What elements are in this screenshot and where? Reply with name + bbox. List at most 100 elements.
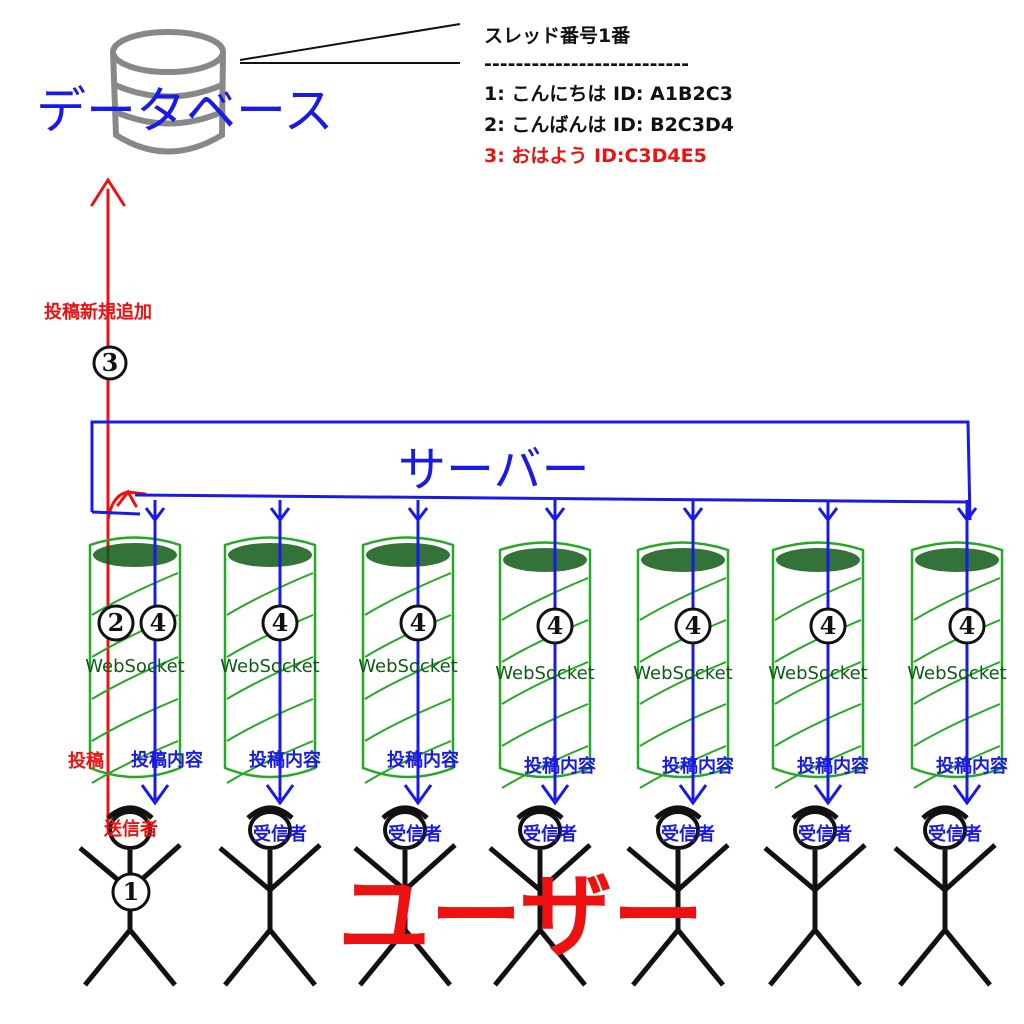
thread-post-2: 2: こんばんは ID: B2C3D4 [484, 114, 734, 136]
legs [898, 926, 992, 987]
cylinder-stroke [774, 577, 862, 621]
sender-label: 送信者 [103, 818, 158, 840]
cylinder-top [776, 548, 860, 572]
cylinder-stroke [639, 577, 727, 621]
head-outline [383, 810, 427, 850]
cylinder-stroke [639, 745, 727, 789]
cylinder-stroke [774, 619, 862, 663]
cylinder-stroke [913, 661, 1001, 705]
step-4-badge: 4 [809, 607, 847, 645]
arms [218, 843, 322, 894]
step-1-badge: 1 [111, 872, 151, 912]
receiver-figure: 受信者 [626, 805, 730, 987]
cylinder-top [228, 543, 312, 567]
cylinder-outline [223, 536, 317, 779]
post-new-add-label: 投稿新規追加 [44, 301, 152, 323]
cylinder-top [641, 548, 725, 572]
legs [223, 926, 317, 987]
receiver-label: 受信者 [388, 823, 442, 845]
svg-text:4: 4 [272, 608, 289, 637]
head-icon [791, 805, 839, 820]
receiver-figure: 受信者 [218, 805, 322, 987]
blue-arrowhead [682, 507, 704, 523]
step-4-badge: 4 [399, 604, 437, 642]
cylinder-stroke [226, 614, 314, 658]
arms [893, 843, 997, 894]
blue-arrowhead [403, 784, 433, 806]
blue-arrowhead [678, 784, 708, 806]
receiver-figure: 受信者 [763, 805, 867, 987]
cylinder-outline [636, 541, 730, 779]
red-arrow-to-database [90, 177, 147, 832]
step-4-badge: 4 [948, 607, 986, 645]
thread-post-3: 3: おはよう ID:C3D4E5 [484, 145, 707, 167]
cylinder-stroke [91, 740, 179, 784]
receiver-label: 受信者 [798, 823, 852, 845]
database-label: データベース [36, 82, 334, 140]
blue-arrowhead [407, 507, 429, 523]
post-content-label: 投稿内容 [249, 749, 321, 771]
legs [768, 926, 862, 987]
legs [493, 926, 587, 987]
cylinder-stroke [639, 619, 727, 663]
websocket-label: WebSocket [907, 663, 1007, 684]
cylinder-stroke [501, 661, 589, 705]
cylinder-stroke [639, 703, 727, 747]
blue-arrowhead [140, 784, 170, 806]
blue-arrowhead [269, 507, 291, 523]
cylinder-stroke [913, 577, 1001, 621]
websocket-label: WebSocket [358, 656, 458, 677]
blue-arrowhead [813, 784, 843, 806]
cylinder-outline [88, 536, 182, 779]
svg-text:2: 2 [108, 608, 125, 637]
step-4-badge: 4 [261, 604, 299, 642]
blue-arrowhead [144, 507, 166, 523]
post-content-label: 投稿内容 [797, 755, 869, 777]
server-label: サーバー [398, 442, 590, 498]
blue-arrowhead [817, 507, 839, 523]
cylinder-top [93, 543, 177, 567]
head-outline [108, 810, 152, 850]
arms [626, 843, 730, 894]
arms [353, 843, 457, 894]
cylinder-stroke [501, 703, 589, 747]
thread-divider: -------------------------- [484, 53, 689, 75]
websocket-label: WebSocket [85, 656, 185, 677]
step-3-badge: 3 [92, 345, 128, 381]
blue-arrowhead [956, 507, 978, 523]
websocket-label: WebSocket [495, 663, 595, 684]
receiver-label: 受信者 [661, 823, 715, 845]
cylinder-stroke [226, 698, 314, 742]
cylinder-top [366, 543, 450, 567]
head-icon [381, 805, 429, 820]
cylinder-stroke [226, 656, 314, 700]
post-content-label: 投稿内容 [662, 755, 734, 777]
server-bracket [90, 420, 972, 521]
head-icon [654, 805, 702, 820]
post-content-label: 投稿内容 [387, 749, 459, 771]
head-outline [518, 810, 562, 850]
cylinder-stroke [91, 572, 179, 616]
db-pointer-lines [239, 23, 461, 64]
svg-text:1: 1 [123, 877, 140, 906]
cylinder-stroke [226, 740, 314, 784]
step-4-badge: 4 [674, 607, 712, 645]
cylinder-outline [498, 541, 592, 779]
receiver-label: 受信者 [253, 823, 307, 845]
legs [631, 926, 725, 987]
cylinder-stroke [364, 572, 452, 616]
head-icon [106, 805, 154, 820]
cylinder-stroke [364, 614, 452, 658]
websocket-label: WebSocket [220, 656, 320, 677]
head-outline [248, 810, 292, 850]
cylinder-stroke [226, 572, 314, 616]
head-outline [793, 810, 837, 850]
